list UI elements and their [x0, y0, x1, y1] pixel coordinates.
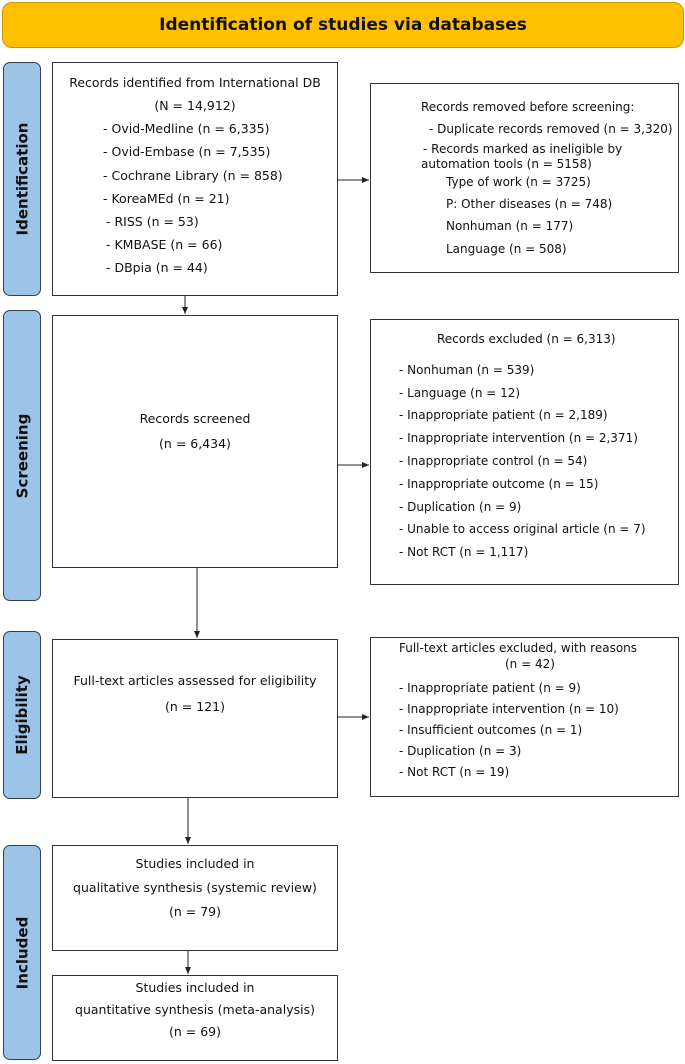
identified-box: Records identified from International DB… — [52, 62, 338, 296]
excluded-item: - Inappropriate intervention (n = 2,371) — [399, 431, 638, 446]
quantitative-line: quantitative synthesis (meta-analysis) — [75, 1001, 315, 1017]
qualitative-box: Studies included in qualitative synthesi… — [52, 845, 338, 951]
identified-title: Records identified from International DB — [69, 75, 321, 90]
excluded-item: - Unable to access original article (n =… — [399, 522, 646, 537]
removed-item: automation tools (n = 5158) — [421, 156, 592, 171]
excluded-item: - Nonhuman (n = 539) — [399, 362, 535, 377]
excluded-item: - Language (n = 12) — [399, 385, 521, 400]
removed-item: - Duplicate records removed (n = 3,320) — [429, 122, 673, 137]
db-item: - DBpia (n = 44) — [106, 260, 208, 275]
ft-excluded-item: - Duplication (n = 3) — [399, 744, 522, 759]
qualitative-line: qualitative synthesis (systemic review) — [73, 879, 317, 895]
db-item: - Cochrane Library (n = 858) — [103, 167, 283, 183]
ft-excluded-item: - Not RCT (n = 19) — [399, 765, 510, 780]
ft-excluded-count: (n = 42) — [505, 656, 555, 671]
excluded-item: - Inappropriate outcome (n = 15) — [399, 476, 599, 491]
qualitative-count: (n = 79) — [168, 903, 221, 919]
header-banner: Identification of studies via databases — [2, 2, 684, 48]
excluded-item: - Not RCT (n = 1,117) — [399, 545, 529, 560]
removed-item: - Records marked as ineligible by — [423, 142, 623, 157]
ft-excluded-title: Full-text articles excluded, with reason… — [399, 641, 638, 655]
db-item: - RISS (n = 53) — [106, 213, 199, 229]
header-title: Identification of studies via databases — [159, 15, 527, 35]
db-item: - Ovid-Embase (n = 7,535) — [103, 144, 271, 160]
screened-box: Records screened (n = 6,434) — [52, 315, 338, 568]
identified-total: (N = 14,912) — [154, 98, 236, 114]
screened-count: (n = 6,434) — [159, 436, 231, 451]
quantitative-line: Studies included in — [135, 980, 255, 995]
ft-excluded-item: - Insufficient outcomes (n = 1) — [399, 723, 583, 738]
db-item: - KMBASE (n = 66) — [106, 236, 223, 252]
ft-excluded-box: Full-text articles excluded, with reason… — [370, 637, 679, 797]
excluded-box: Records excluded (n = 6,313) - Nonhuman … — [370, 319, 679, 585]
removed-subitem: P: Other diseases (n = 748) — [446, 197, 613, 212]
removed-subitem: Language (n = 508) — [446, 241, 567, 256]
excluded-item: - Inappropriate control (n = 54) — [399, 453, 588, 468]
excluded-item: - Inappropriate patient (n = 2,189) — [399, 408, 608, 423]
eligibility-title: Full-text articles assessed for eligibil… — [73, 673, 317, 688]
stage-eligibility: Eligibility — [3, 631, 41, 799]
stage-screening: Screening — [3, 310, 41, 601]
ft-excluded-item: - Inappropriate intervention (n = 10) — [399, 702, 619, 717]
stage-included: Included — [3, 845, 41, 1060]
db-item: - Ovid-Medline (n = 6,335) — [103, 121, 270, 137]
removed-subitem: Type of work (n = 3725) — [446, 174, 591, 189]
qualitative-line: Studies included in — [135, 856, 255, 871]
eligibility-box: Full-text articles assessed for eligibil… — [52, 639, 338, 798]
removed-subitem: Nonhuman (n = 177) — [446, 219, 574, 234]
screened-title: Records screened — [139, 411, 251, 426]
ft-excluded-item: - Inappropriate patient (n = 9) — [399, 681, 581, 696]
quantitative-box: Studies included in quantitative synthes… — [52, 975, 338, 1061]
quantitative-count: (n = 69) — [168, 1023, 221, 1039]
stage-identification: Identification — [3, 62, 41, 296]
removed-title: Records removed before screening: — [421, 100, 635, 114]
db-item: - KoreaMEd (n = 21) — [103, 190, 230, 206]
excluded-item: - Duplication (n = 9) — [399, 499, 522, 514]
excluded-title: Records excluded (n = 6,313) — [437, 332, 616, 346]
eligibility-count: (n = 121) — [165, 699, 225, 715]
removed-box: Records removed before screening: - Dupl… — [370, 83, 679, 273]
